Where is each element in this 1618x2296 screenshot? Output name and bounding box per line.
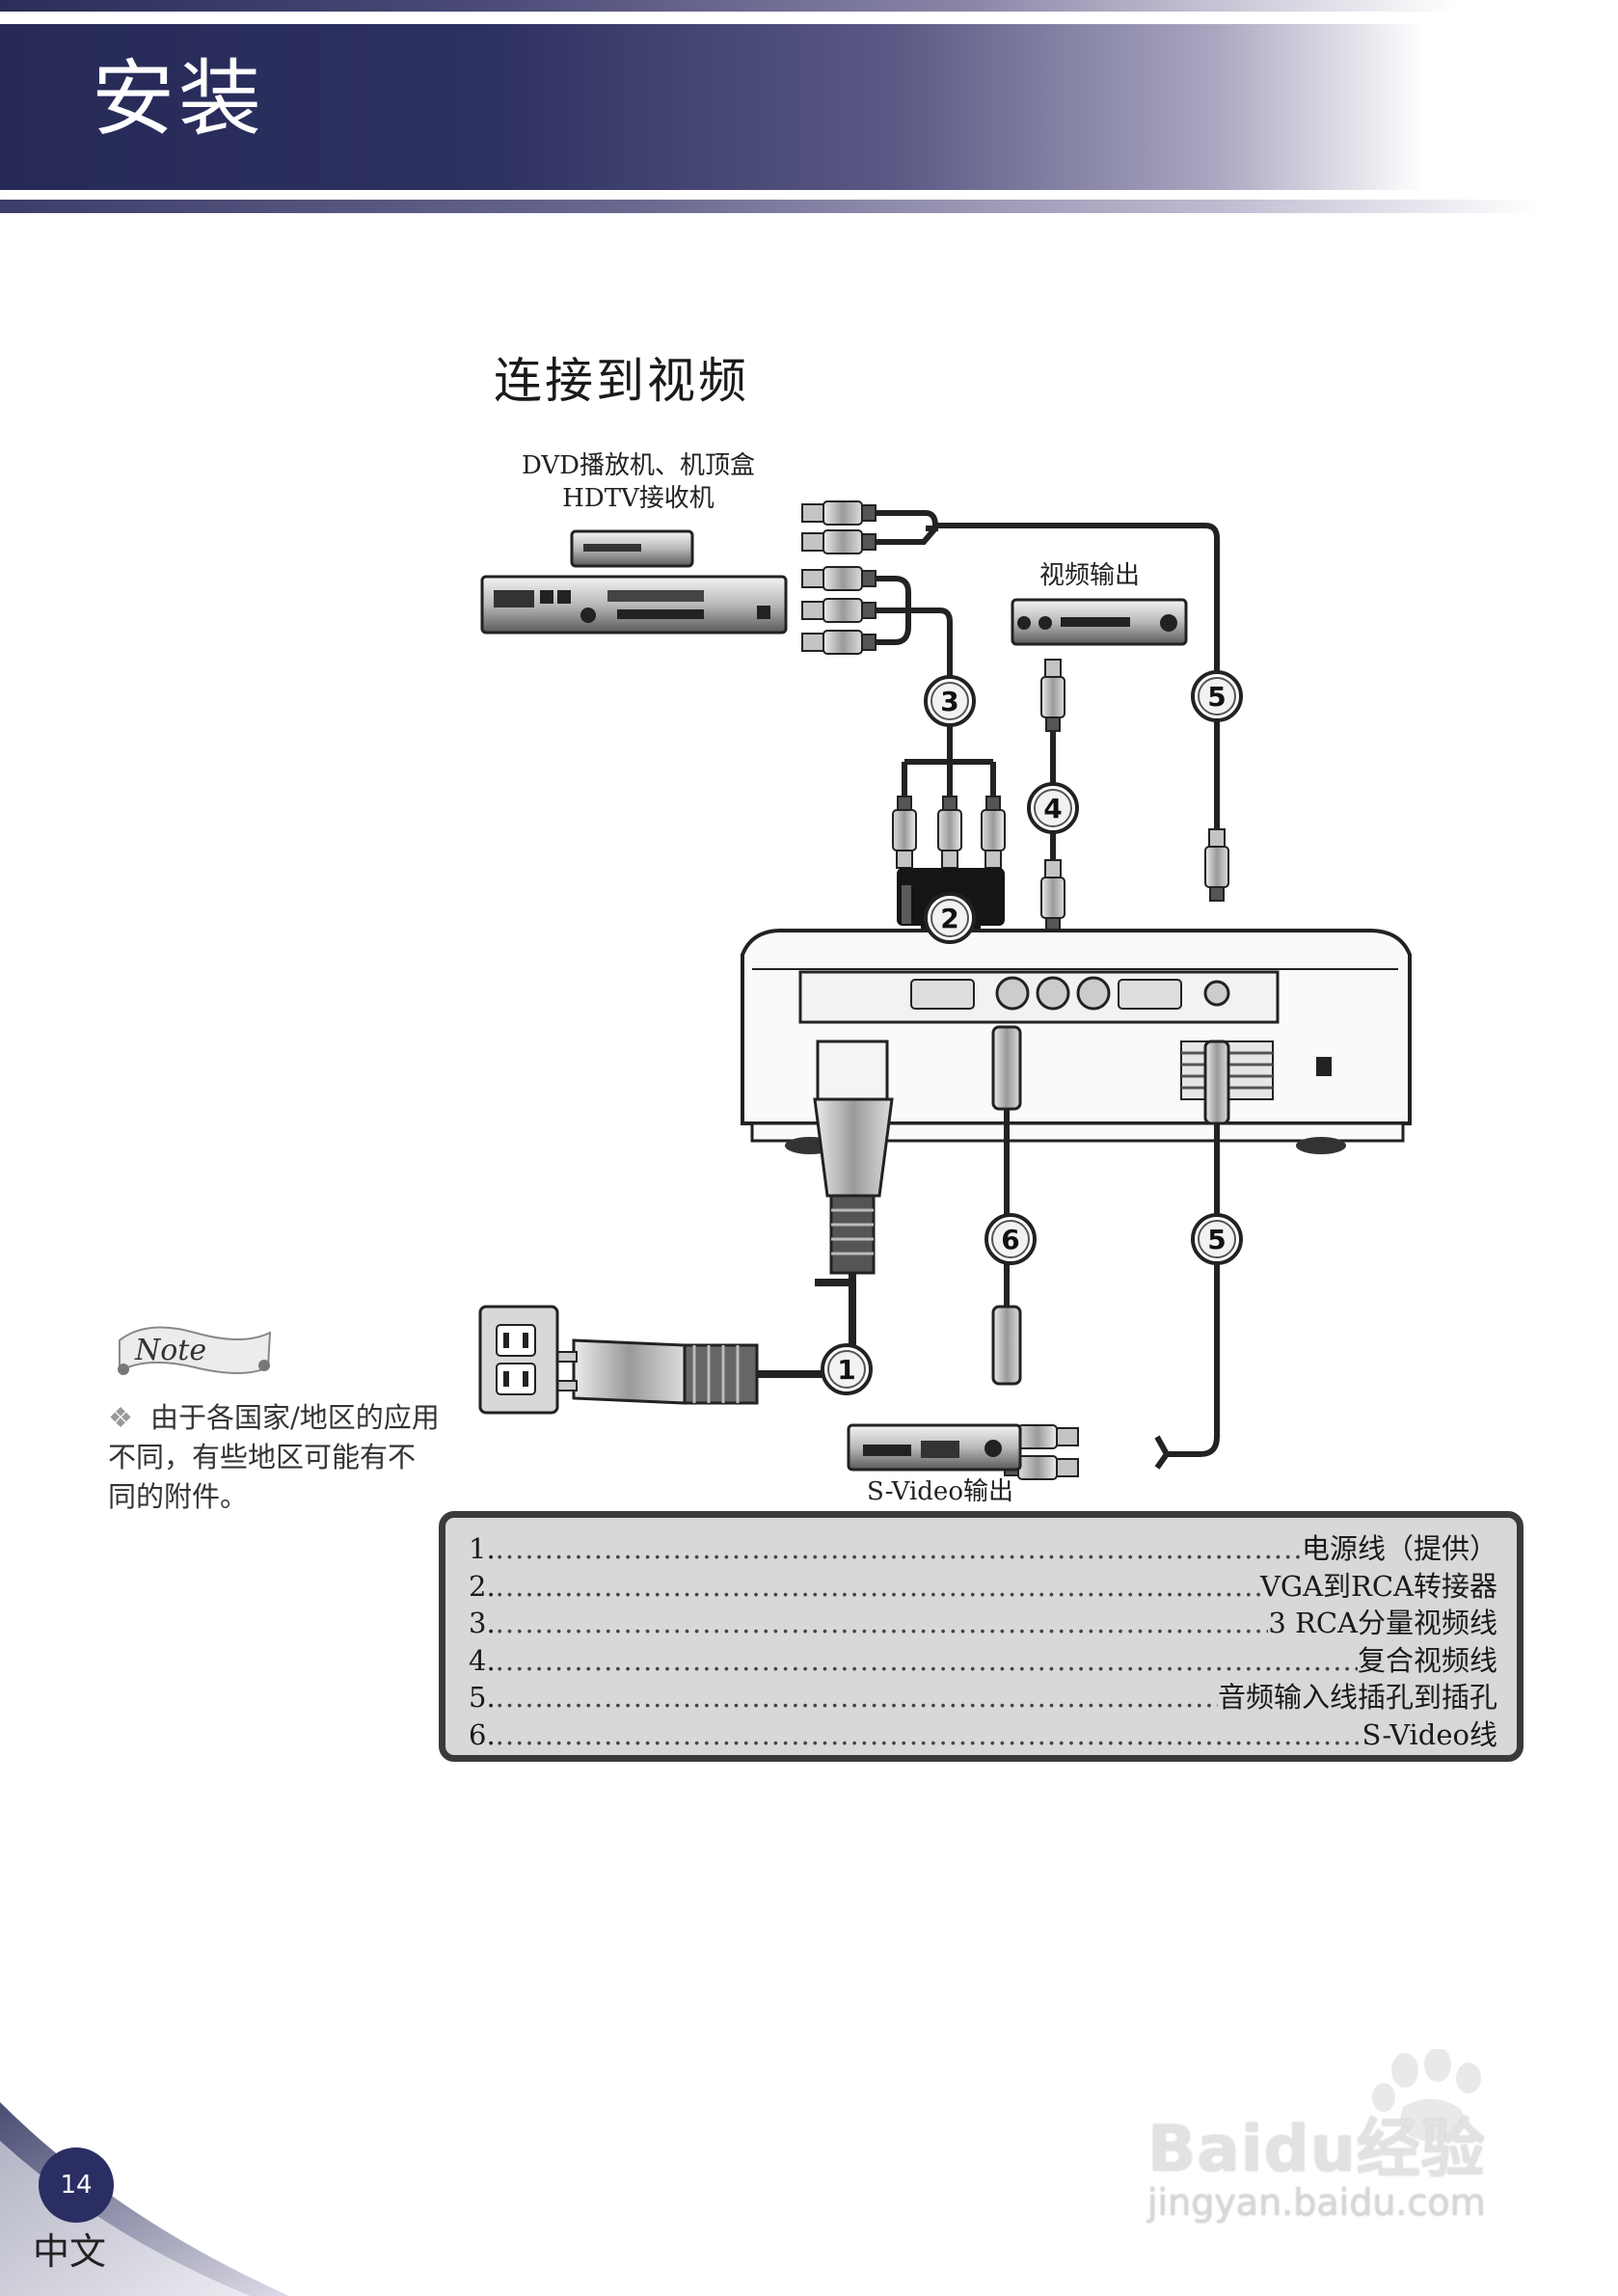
legend-number: 6. [469, 1717, 496, 1751]
watermark-url: jingyan.baidu.com [1147, 2181, 1486, 2224]
legend-leader-dots: ........................................… [495, 1532, 1302, 1565]
svideo-player-icon [847, 1423, 1022, 1472]
callout-3: 3 [924, 675, 976, 727]
callout-number: 5 [1207, 1224, 1226, 1256]
legend-row: 6.......................................… [469, 1716, 1497, 1754]
note-text: ❖由于各国家/地区的应用不同，有些地区可能有不同的附件。 [108, 1398, 441, 1517]
legend-text: S-Video线 [1362, 1717, 1497, 1751]
legend-text: 音频输入线插孔到插孔 [1217, 1681, 1497, 1714]
projector-icon [741, 929, 1412, 1154]
legend-number: 3. [469, 1607, 496, 1639]
legend-text: 电源线（提供） [1301, 1532, 1497, 1565]
dvd-player-icon [480, 529, 788, 635]
legend-leader-dots: ........................................… [495, 1681, 1218, 1714]
legend-number: 2. [469, 1569, 496, 1603]
header-band [0, 24, 1618, 190]
callout-number: 5 [1207, 681, 1226, 713]
vcr-icon [1011, 598, 1188, 646]
language-label: 中文 [33, 2230, 107, 2273]
note-body: 由于各国家/地区的应用不同，有些地区可能有不同的附件。 [108, 1401, 440, 1513]
legend-text: 复合视频线 [1357, 1643, 1497, 1677]
legend-text: VGA到RCA转接器 [1259, 1569, 1497, 1603]
legend-row: 3.......................................… [469, 1605, 1497, 1642]
video-out-label: 视频输出 [1038, 561, 1140, 590]
section-title: 连接到视频 [494, 353, 749, 409]
legend-number: 1. [469, 1532, 496, 1565]
legend-row: 2.......................................… [469, 1568, 1497, 1606]
note-badge-icon: Note [118, 1326, 272, 1375]
header-top-line [0, 0, 1618, 12]
note-badge-text: Note [134, 1334, 206, 1367]
callout-1: 1 [821, 1343, 873, 1395]
callout-4: 4 [1027, 782, 1079, 834]
baidu-paw-logo-icon [1372, 2049, 1481, 2142]
callout-5: 5 [1191, 670, 1243, 722]
legend-text: 3 RCA分量视频线 [1268, 1607, 1497, 1639]
legend-box: 1.......................................… [439, 1511, 1524, 1762]
page-title: 安装 [92, 51, 265, 148]
dvd-label-line2: HDTV接收机 [562, 484, 715, 513]
callout-number: 6 [1001, 1224, 1019, 1256]
legend-leader-dots: ........................................… [495, 1569, 1260, 1603]
callout-number: 2 [940, 903, 958, 934]
callout-2: 2 [924, 892, 976, 944]
footer-corner-shape [0, 2102, 289, 2296]
callout-5: 5 [1191, 1213, 1243, 1265]
callout-number: 3 [940, 686, 958, 717]
callout-number: 1 [837, 1354, 855, 1386]
page-number-badge: 14 [39, 2147, 114, 2223]
dvd-label-line1: DVD播放机、机顶盒 [521, 451, 755, 480]
legend-row: 1.......................................… [469, 1530, 1497, 1568]
svideo-out-label: S-Video输出 [867, 1477, 1013, 1506]
header-underline [0, 200, 1618, 213]
legend-leader-dots: ........................................… [495, 1643, 1358, 1677]
watermark-brand: Baidu经验 [1147, 2112, 1486, 2186]
legend-row: 5.......................................… [469, 1679, 1497, 1716]
legend-number: 5. [469, 1681, 496, 1714]
note-bullet-icon: ❖ [108, 1401, 133, 1434]
legend-leader-dots: ........................................… [495, 1607, 1269, 1639]
legend-row: 4.......................................… [469, 1642, 1497, 1680]
wall-outlet-icon [478, 1305, 559, 1415]
callout-number: 4 [1043, 793, 1062, 824]
legend-leader-dots: ........................................… [495, 1717, 1362, 1751]
legend-number: 4. [469, 1643, 496, 1677]
callout-6: 6 [984, 1213, 1037, 1265]
